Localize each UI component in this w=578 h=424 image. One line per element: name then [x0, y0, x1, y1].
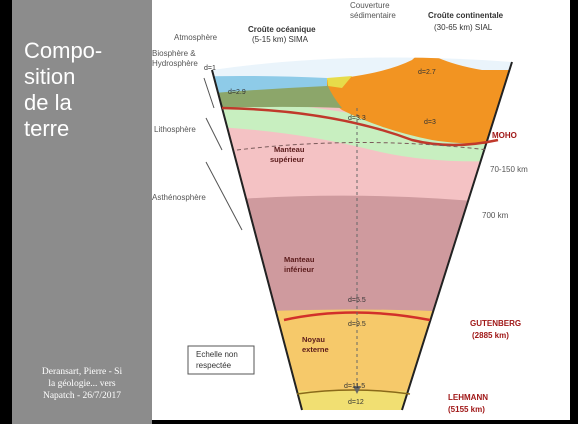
- density-oceanic-crust: d=2.9: [228, 89, 246, 96]
- density-continent-root: d=3: [424, 119, 436, 126]
- label-sediment-cover-2: sédimentaire: [350, 11, 396, 20]
- label-continental-crust-title: Croûte continentale: [428, 11, 504, 20]
- label-upper-mantle-1: Manteau: [274, 145, 305, 154]
- label-oceanic-crust-title: Croûte océanique: [248, 25, 316, 34]
- scale-note-2: respectée: [196, 361, 232, 370]
- label-oceanic-crust-depth: (5-15 km) SIMA: [252, 35, 309, 44]
- label-upper-mantle-2: supérieur: [270, 155, 304, 164]
- earth-cross-section: Atmosphère Croûte océanique (5-15 km) SI…: [152, 0, 570, 420]
- slide-title: Compo- sition de la terre: [24, 38, 144, 142]
- label-lehmann-depth: (5155 km): [448, 405, 485, 414]
- label-depth-70-150: 70-150 km: [490, 165, 528, 174]
- label-lithosphere: Lithosphère: [154, 125, 196, 134]
- density-mantle-base: d=5.5: [348, 297, 366, 304]
- scale-note-1: Echelle non: [196, 350, 238, 359]
- label-lehmann: LEHMANN: [448, 393, 488, 402]
- label-gutenberg-depth: (2885 km): [472, 331, 509, 340]
- earth-structure-diagram: Atmosphère Croûte océanique (5-15 km) SI…: [152, 0, 570, 420]
- label-moho: MOHO: [492, 131, 517, 140]
- density-core-base: d=11.5: [344, 383, 365, 390]
- density-continental-crust: d=2.7: [418, 69, 436, 76]
- density-inner-core: d=12: [348, 399, 364, 406]
- density-mantle-top: d=3.3: [348, 115, 366, 122]
- label-sediment-cover-1: Couverture: [350, 1, 390, 10]
- label-continental-crust-depth: (30-65 km) SIAL: [434, 23, 493, 32]
- label-outer-core-2: externe: [302, 345, 329, 354]
- slide-credit: Deransart, Pierre - Si la géologie... ve…: [12, 366, 152, 402]
- label-depth-700: 700 km: [482, 211, 509, 220]
- label-lower-mantle-2: inférieur: [284, 265, 314, 274]
- label-atmosphere: Atmosphère: [174, 33, 218, 42]
- label-asthenosphere: Asthénosphère: [152, 193, 206, 202]
- slide-side-panel: Compo- sition de la terre Deransart, Pie…: [12, 0, 152, 424]
- label-lower-mantle-1: Manteau: [284, 255, 315, 264]
- density-sea: d=1: [204, 65, 216, 72]
- label-gutenberg: GUTENBERG: [470, 319, 521, 328]
- label-biosphere-2: Hydrosphère: [152, 59, 198, 68]
- label-outer-core-1: Noyau: [302, 335, 325, 344]
- label-biosphere-1: Biosphère &: [152, 49, 196, 58]
- density-core-top: d=9.5: [348, 321, 366, 328]
